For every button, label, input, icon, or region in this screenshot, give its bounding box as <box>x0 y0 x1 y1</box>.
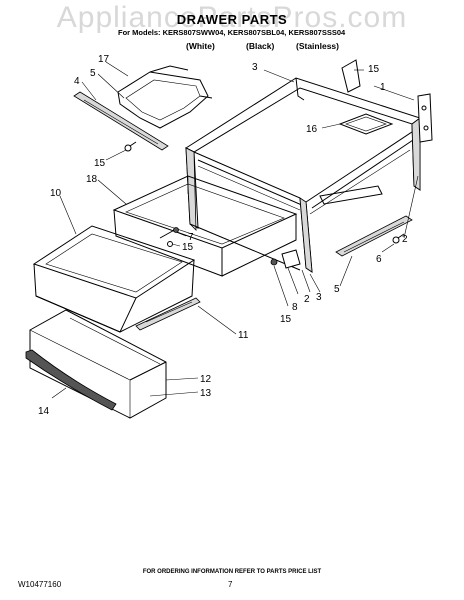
variant-black: (Black) <box>246 41 275 51</box>
callout-16: 16 <box>306 124 318 135</box>
ordering-note: FOR ORDERING INFORMATION REFER TO PARTS … <box>142 569 322 575</box>
leader-lines <box>51 61 419 399</box>
callout-7: 7 <box>188 232 194 243</box>
callout-15-top: 15 <box>368 64 380 75</box>
callout-11: 11 <box>238 330 249 341</box>
part-leveling-foot[interactable] <box>270 249 301 269</box>
part-heating-element[interactable] <box>117 65 213 129</box>
part-drawer-frame[interactable] <box>184 77 422 273</box>
variant-stainless: (Stainless) <box>296 41 339 51</box>
callout-18: 18 <box>86 174 98 185</box>
part-side-slide[interactable] <box>335 215 413 257</box>
callout-1: 1 <box>380 82 386 93</box>
callout-2-right: 2 <box>402 234 408 245</box>
model-list: For Models: KERS807SWW04, KERS807SBL04, … <box>118 28 346 37</box>
callout-14: 14 <box>38 406 50 417</box>
part-drawer-handle[interactable] <box>25 349 117 411</box>
callout-labels: 17 5 4 15 3 15 1 16 2 6 5 3 2 8 15 18 10… <box>38 54 408 417</box>
part-liner-bolt[interactable] <box>159 227 179 247</box>
callout-8: 8 <box>292 302 298 313</box>
callout-15-liner: 15 <box>182 242 194 253</box>
part-screw[interactable] <box>124 141 137 152</box>
callout-17: 17 <box>98 54 110 65</box>
page-title: DRAWER PARTS <box>176 12 288 27</box>
part-drawer-liner[interactable] <box>112 175 298 277</box>
callout-5-top: 5 <box>90 68 96 79</box>
watermark: AppliancePartsPros.com <box>56 1 408 34</box>
callout-12: 12 <box>200 374 212 385</box>
callout-15-left: 15 <box>94 158 106 169</box>
callout-10: 10 <box>50 188 62 199</box>
callout-3-top: 3 <box>252 62 258 73</box>
part-front-rail[interactable] <box>73 91 169 151</box>
callout-15-bottom: 15 <box>280 314 292 325</box>
variant-white: (White) <box>186 41 215 51</box>
callout-3-bottom: 3 <box>316 292 322 303</box>
callout-2-bottom: 2 <box>304 294 310 305</box>
callout-6: 6 <box>376 254 382 265</box>
part-drawer-front[interactable] <box>29 309 167 419</box>
document-number: W10477160 <box>18 580 62 589</box>
page-number: 7 <box>228 580 233 589</box>
part-rear-bracket[interactable] <box>341 59 433 143</box>
callout-5-right: 5 <box>334 284 340 295</box>
callout-4: 4 <box>74 76 80 87</box>
part-drawer-body[interactable] <box>32 225 196 333</box>
callout-13: 13 <box>200 388 212 399</box>
part-center-plate[interactable] <box>338 113 394 135</box>
part-drawer-slide[interactable] <box>135 297 201 331</box>
